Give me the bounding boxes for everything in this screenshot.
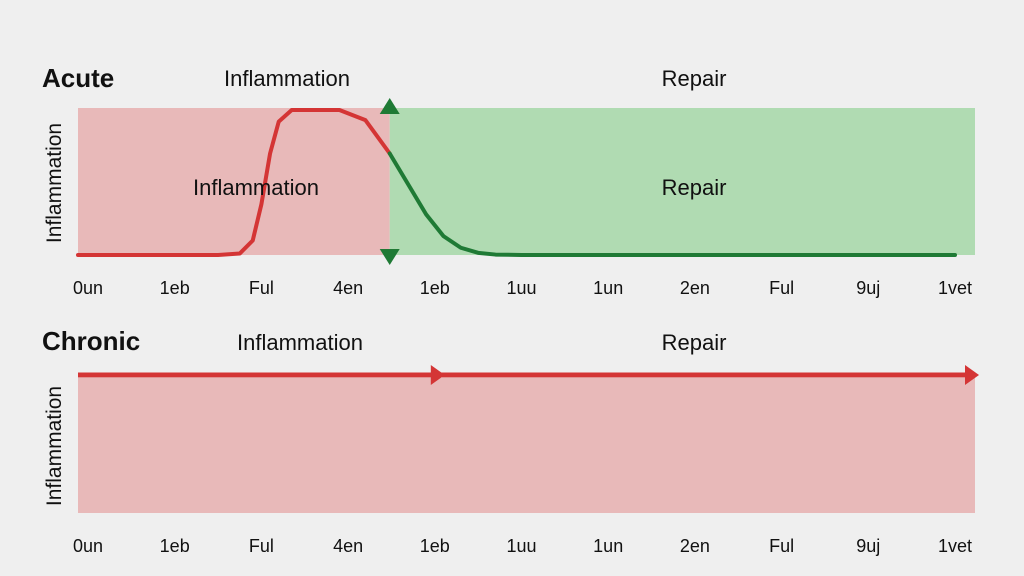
x-tick-label: 1eb [420, 536, 450, 556]
repair-region [389, 108, 975, 255]
x-tick-label: 1eb [420, 278, 450, 298]
chronic-x-axis: 0un 1eb Ful 4en 1eb 1uu 1un 2en Ful 9uj 1vet [73, 536, 972, 556]
x-tick-label: 1eb [160, 278, 190, 298]
x-tick-label: Ful [769, 278, 794, 298]
repair-curve [387, 151, 957, 257]
x-tick-label: 1un [593, 536, 623, 556]
inflammation-region [78, 108, 390, 255]
x-tick-label: Ful [769, 536, 794, 556]
chronic-y-axis-label: Inflammation [43, 386, 66, 506]
x-tick-label: 0un [73, 278, 103, 298]
x-tick-label: Ful [249, 536, 274, 556]
x-tick-label: Ful [249, 278, 274, 298]
acute-inflammation-header: Inflammation [224, 66, 350, 91]
chronic-inflammation-region [78, 378, 975, 513]
acute-inflammation-label: Inflammation [193, 175, 319, 200]
x-tick-label: 4en [333, 278, 363, 298]
acute-repair-label: Repair [662, 175, 727, 200]
x-tick-label: 9uj [856, 278, 880, 298]
arrow-right-icon [965, 365, 979, 385]
x-tick-label: 1uu [506, 278, 536, 298]
chronic-panel: Chronic Inflammation Repair Inflammation… [42, 326, 979, 556]
x-tick-label: 1un [593, 278, 623, 298]
acute-panel: Acute Inflammation Repair Inflammation R… [42, 63, 975, 298]
x-tick-label: 9uj [856, 536, 880, 556]
arrow-right-icon [430, 365, 445, 385]
x-tick-label: 1eb [160, 536, 190, 556]
chronic-repair-header: Repair [662, 330, 727, 355]
acute-repair-header: Repair [662, 66, 727, 91]
x-tick-label: 1vet [938, 536, 972, 556]
x-tick-label: 1vet [938, 278, 972, 298]
chronic-title: Chronic [42, 326, 140, 356]
inflammation-curve [76, 108, 392, 257]
x-tick-label: 2en [680, 536, 710, 556]
x-tick-label: 0un [73, 536, 103, 556]
acute-y-axis-label: Inflammation [43, 123, 66, 243]
chronic-inflammation-header: Inflammation [237, 330, 363, 355]
x-tick-label: 2en [680, 278, 710, 298]
x-tick-label: 4en [333, 536, 363, 556]
boundary-arrow-up-icon [379, 98, 400, 114]
boundary-arrow-down-icon [379, 249, 400, 265]
acute-title: Acute [42, 63, 114, 93]
acute-x-axis: 0un 1eb Ful 4en 1eb 1uu 1un 2en Ful 9uj 1vet [73, 278, 972, 298]
x-tick-label: 1uu [506, 536, 536, 556]
